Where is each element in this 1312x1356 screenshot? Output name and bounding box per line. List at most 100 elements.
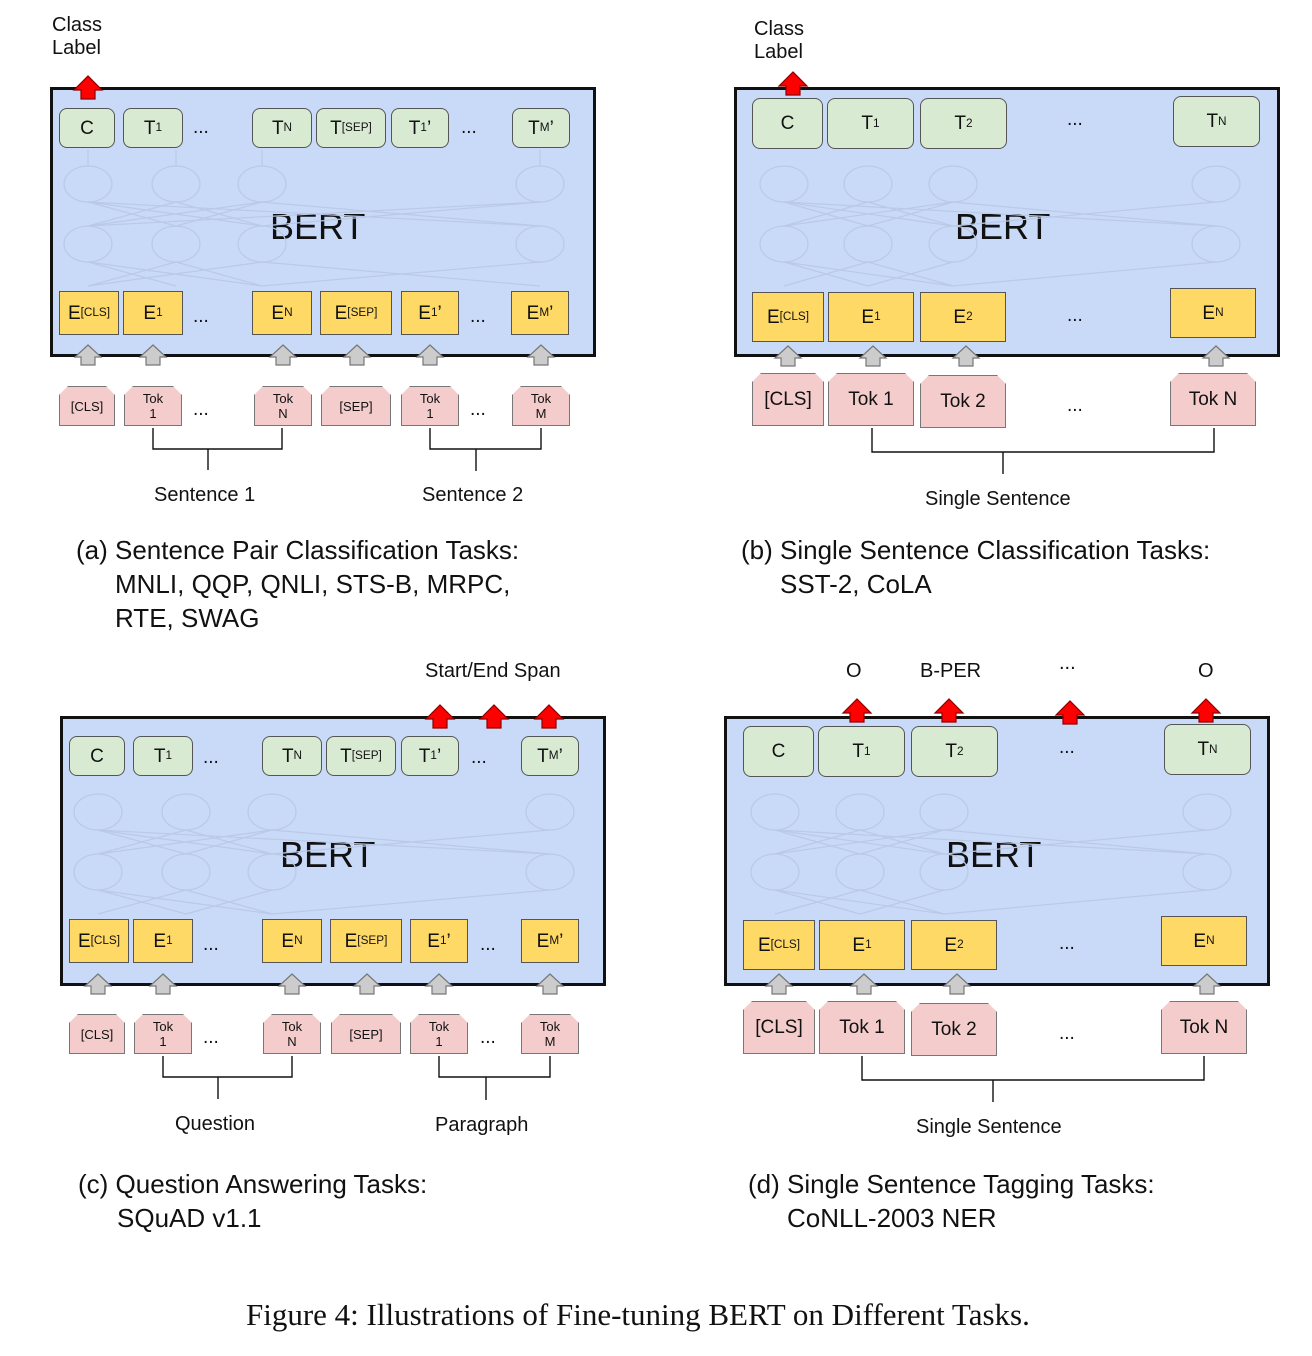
- panel-a-token-sep: [SEP]: [321, 386, 391, 426]
- panel-d-brackets: [861, 1056, 1205, 1102]
- panel-b-output-c: C: [752, 98, 823, 149]
- panel-a-caption: (a) Sentence Pair Classification Tasks: …: [76, 535, 520, 633]
- panel-b-token-tok2: Tok 2: [920, 375, 1006, 428]
- panel-b-segment-label: Single Sentence: [925, 488, 1071, 510]
- panel-a-token-cls: [CLS]: [59, 386, 115, 426]
- panel-d-output-c: C: [743, 726, 814, 777]
- panel-a-output-ellipsis: ...: [193, 117, 209, 138]
- panel-d-embedding-ecls: E[CLS]: [743, 920, 815, 970]
- panel-c-brackets: [162, 1056, 551, 1100]
- panel-d-embedding-ellipsis: ...: [1059, 933, 1075, 954]
- panel-c-embedding-ellipsis: ...: [203, 934, 219, 955]
- panel-a-embedding-ellipsis: ...: [193, 306, 209, 327]
- panel-d-hidden-network: [750, 793, 1232, 915]
- panel-a-embedding-ellipsis-2: ...: [470, 306, 486, 327]
- panel-c-embedding-ecls: E[CLS]: [69, 919, 129, 963]
- panel-b-brackets: [871, 428, 1215, 474]
- panel-d-input-arrows: [765, 973, 1221, 995]
- panel-b-input-arrows: [774, 345, 1230, 367]
- panel-d-output-ellipsis: ...: [1059, 737, 1075, 758]
- panel-a-input-arrows: [74, 344, 555, 366]
- panel-d-output-arrows: [842, 698, 1221, 725]
- panel-a-output-ellipsis-2: ...: [461, 117, 477, 138]
- panel-d-token-cls: [CLS]: [743, 1001, 815, 1054]
- panel-a-embedding-ecls: E[CLS]: [59, 291, 119, 335]
- panel-c-output-arrows: [425, 704, 564, 729]
- panel-b-class-label: Class Label: [754, 18, 805, 63]
- panel-d-tag-label-1: O: [846, 660, 862, 682]
- panel-a-class-label: Class Label: [52, 14, 103, 59]
- panel-c-embedding-ellipsis-2: ...: [480, 934, 496, 955]
- figure-caption: Figure 4: Illustrations of Fine-tuning B…: [246, 1297, 1030, 1332]
- panel-c-output-c: C: [69, 736, 125, 776]
- panel-c-output-ellipsis: ...: [203, 747, 219, 768]
- panel-d-token-tokn: Tok N: [1161, 1001, 1247, 1054]
- panel-b-embedding-ellipsis: ...: [1067, 305, 1083, 326]
- panel-c-output-tsep: T[SEP]: [326, 736, 396, 776]
- panel-a-brackets: [152, 428, 542, 471]
- panel-b-hidden-network: [759, 165, 1241, 287]
- panel-a-embedding-esep: E[SEP]: [320, 291, 392, 335]
- panel-c-segment-label-question: Question: [175, 1113, 256, 1135]
- panel-b-token-ellipsis: ...: [1067, 395, 1083, 416]
- panel-c-segment-label-paragraph: Paragraph: [435, 1114, 529, 1136]
- panel-c-hidden-network: [73, 793, 575, 915]
- panel-d-segment-label: Single Sentence: [916, 1116, 1062, 1138]
- panel-c-span-label: Start/End Span: [425, 660, 561, 682]
- panel-b-token-cls: [CLS]: [752, 373, 824, 426]
- panel-d-tag-label-3: ...: [1059, 652, 1076, 674]
- panel-d-token-tok1: Tok 1: [819, 1001, 905, 1054]
- panel-a-token-ellipsis-2: ...: [470, 399, 486, 420]
- panel-d-tag-label-2: B-PER: [920, 660, 982, 682]
- panel-c-token-ellipsis-2: ...: [480, 1027, 496, 1048]
- panel-a-output-arrow: [73, 75, 103, 100]
- panel-a-hidden-network: [63, 150, 565, 287]
- panel-b-token-tokn: Tok N: [1170, 373, 1256, 426]
- panel-b-caption: (b) Single Sentence Classification Tasks…: [741, 535, 1211, 599]
- panel-a-output-tsep: T[SEP]: [316, 108, 386, 148]
- panel-c-output-ellipsis-2: ...: [471, 747, 487, 768]
- panel-a-segment-label-2: Sentence 2: [422, 484, 524, 506]
- panel-a-token-ellipsis: ...: [193, 399, 209, 420]
- panel-c-token-ellipsis: ...: [203, 1027, 219, 1048]
- panel-b-output-ellipsis: ...: [1067, 109, 1083, 130]
- panel-d-caption: (d) Single Sentence Tagging Tasks: CoNLL…: [748, 1169, 1155, 1233]
- panel-a-output-c: C: [59, 108, 115, 148]
- panel-b-output-arrow: [778, 71, 808, 96]
- panel-c-input-arrows: [84, 973, 564, 995]
- panel-c-caption: (c) Question Answering Tasks: SQuAD v1.1: [78, 1169, 428, 1233]
- panel-d-token-ellipsis: ...: [1059, 1023, 1075, 1044]
- panel-b-embedding-ecls: E[CLS]: [752, 292, 824, 342]
